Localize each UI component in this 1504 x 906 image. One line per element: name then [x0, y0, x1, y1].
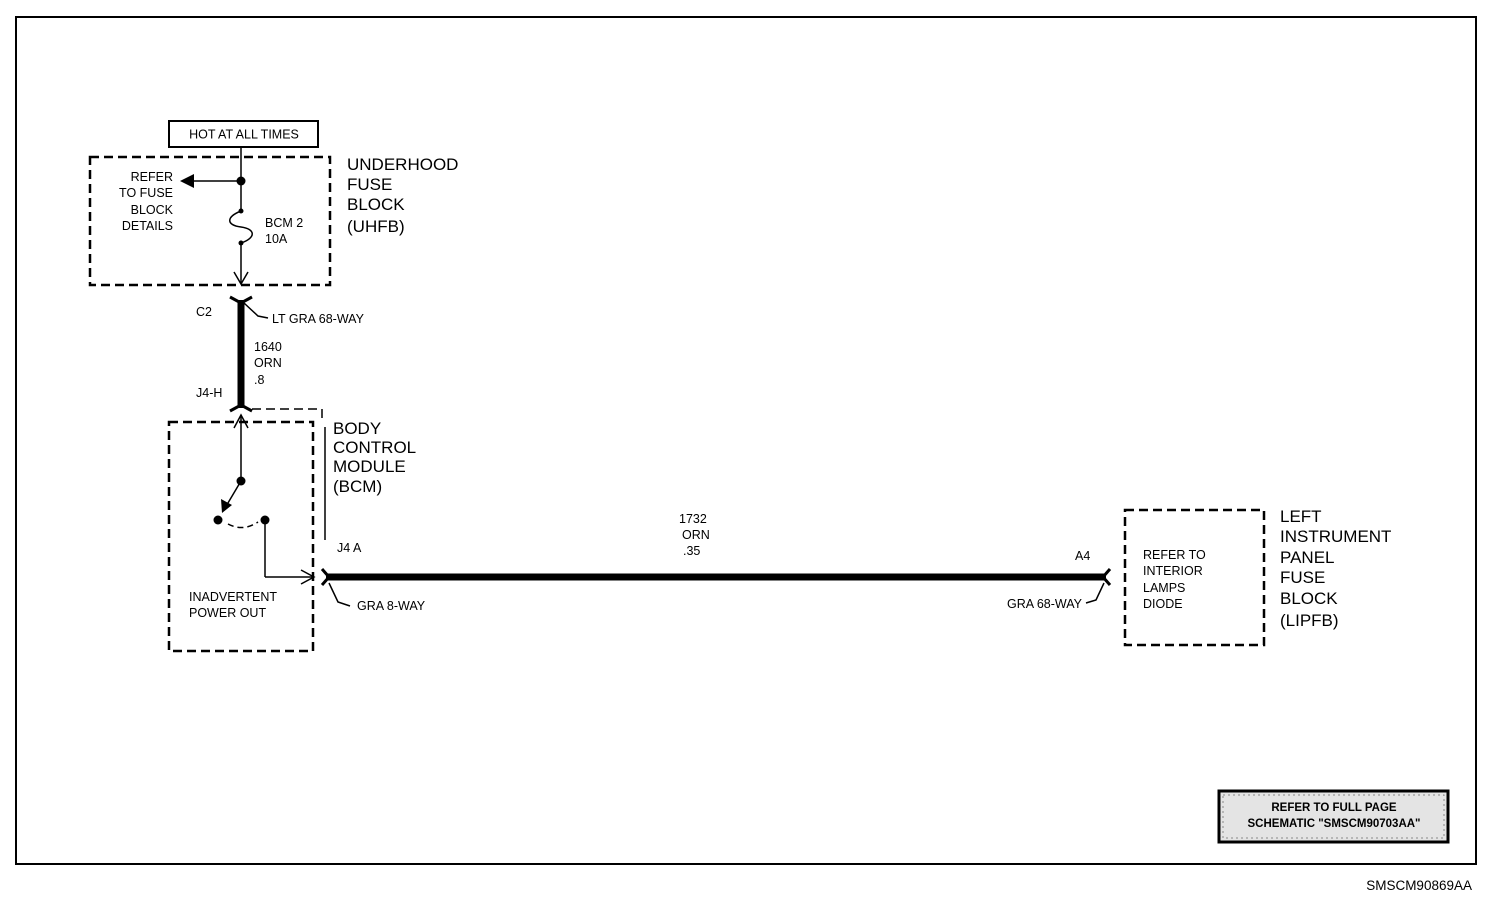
j4h-pin-label: J4-H	[196, 386, 222, 400]
switch-dot-left	[213, 515, 223, 525]
uhfb-box	[88, 155, 332, 287]
svg-text:BLOCK: BLOCK	[1280, 589, 1338, 608]
svg-text:DETAILS: DETAILS	[122, 219, 173, 233]
a4-connector-icon	[1101, 568, 1112, 586]
uhfb-name: UNDERHOOD FUSE BLOCK (UHFB)	[347, 155, 458, 236]
svg-text:REFER TO: REFER TO	[1143, 548, 1206, 562]
svg-text:REFER: REFER	[131, 170, 173, 184]
fuse-label: BCM 2 10A	[265, 216, 303, 246]
svg-text:INADVERTENT: INADVERTENT	[189, 590, 277, 604]
svg-text:REFER TO FULL PAGE: REFER TO FULL PAGE	[1271, 802, 1397, 814]
c2-connector-label: LT GRA 68-WAY	[272, 312, 365, 326]
wire-1640-label: 1640 ORN .8	[254, 340, 282, 387]
svg-text:BCM 2: BCM 2	[265, 216, 303, 230]
svg-text:ORN: ORN	[682, 528, 710, 542]
switch-arrow-icon	[221, 499, 232, 513]
lipfb-connector-label: GRA 68-WAY	[1007, 597, 1083, 611]
svg-text:INSTRUMENT: INSTRUMENT	[1280, 527, 1391, 546]
svg-text:FUSE: FUSE	[347, 175, 392, 194]
refer-arrow-icon	[180, 174, 194, 188]
svg-text:1640: 1640	[254, 340, 282, 354]
svg-text:TO FUSE: TO FUSE	[119, 186, 173, 200]
svg-text:1732: 1732	[679, 512, 707, 526]
svg-text:UNDERHOOD: UNDERHOOD	[347, 155, 458, 174]
switch-dashed-link	[227, 521, 259, 529]
svg-text:10A: 10A	[265, 232, 288, 246]
svg-text:BODY: BODY	[333, 419, 381, 438]
j4a-pin-label: J4 A	[337, 541, 362, 555]
lipfb-name: LEFT INSTRUMENT PANEL FUSE BLOCK (LIPFB)	[1280, 507, 1391, 630]
svg-text:BLOCK: BLOCK	[347, 195, 405, 214]
bcm-connector-label: GRA 8-WAY	[357, 599, 426, 613]
svg-text:ORN: ORN	[254, 356, 282, 370]
svg-text:MODULE: MODULE	[333, 457, 406, 476]
wire-1732-label: 1732 ORN .35	[679, 512, 710, 558]
page-frame	[15, 16, 1477, 865]
svg-text:SCHEMATIC "SMSCM90703AA": SCHEMATIC "SMSCM90703AA"	[1248, 818, 1421, 830]
lipfb-refer-text: REFER TO INTERIOR LAMPS DIODE	[1143, 548, 1206, 611]
svg-text:PANEL: PANEL	[1280, 548, 1335, 567]
lipfb-box	[1123, 508, 1266, 647]
svg-text:INTERIOR: INTERIOR	[1143, 564, 1203, 578]
svg-text:.8: .8	[254, 373, 264, 387]
refer-full-page-note: REFER TO FULL PAGE SCHEMATIC "SMSCM90703…	[1217, 789, 1450, 844]
svg-text:FUSE: FUSE	[1280, 568, 1325, 587]
fuse-icon	[229, 210, 253, 244]
svg-text:CONTROL: CONTROL	[333, 438, 416, 457]
svg-text:LEFT: LEFT	[1280, 507, 1322, 526]
svg-text:LAMPS: LAMPS	[1143, 581, 1185, 595]
bcm-name: BODY CONTROL MODULE (BCM)	[333, 419, 416, 496]
svg-text:BLOCK: BLOCK	[131, 203, 174, 217]
hot-at-all-times-label: HOT AT ALL TIMES	[168, 120, 319, 148]
hot-label-text: HOT AT ALL TIMES	[189, 128, 299, 142]
j4h-connector-icon	[229, 403, 253, 413]
svg-text:.35: .35	[683, 544, 700, 558]
diagram-id: SMSCM90869AA	[1366, 878, 1472, 893]
svg-text:(LIPFB): (LIPFB)	[1280, 611, 1339, 630]
uhfb-refer-text: REFER TO FUSE BLOCK DETAILS	[119, 170, 174, 233]
c2-pin-label: C2	[196, 305, 212, 319]
svg-text:(UHFB): (UHFB)	[347, 217, 405, 236]
svg-text:POWER OUT: POWER OUT	[189, 606, 266, 620]
a4-pin-label: A4	[1075, 549, 1090, 563]
bcm-output-label: INADVERTENT POWER OUT	[189, 590, 277, 620]
svg-text:DIODE: DIODE	[1143, 597, 1183, 611]
svg-text:(BCM): (BCM)	[333, 477, 382, 496]
